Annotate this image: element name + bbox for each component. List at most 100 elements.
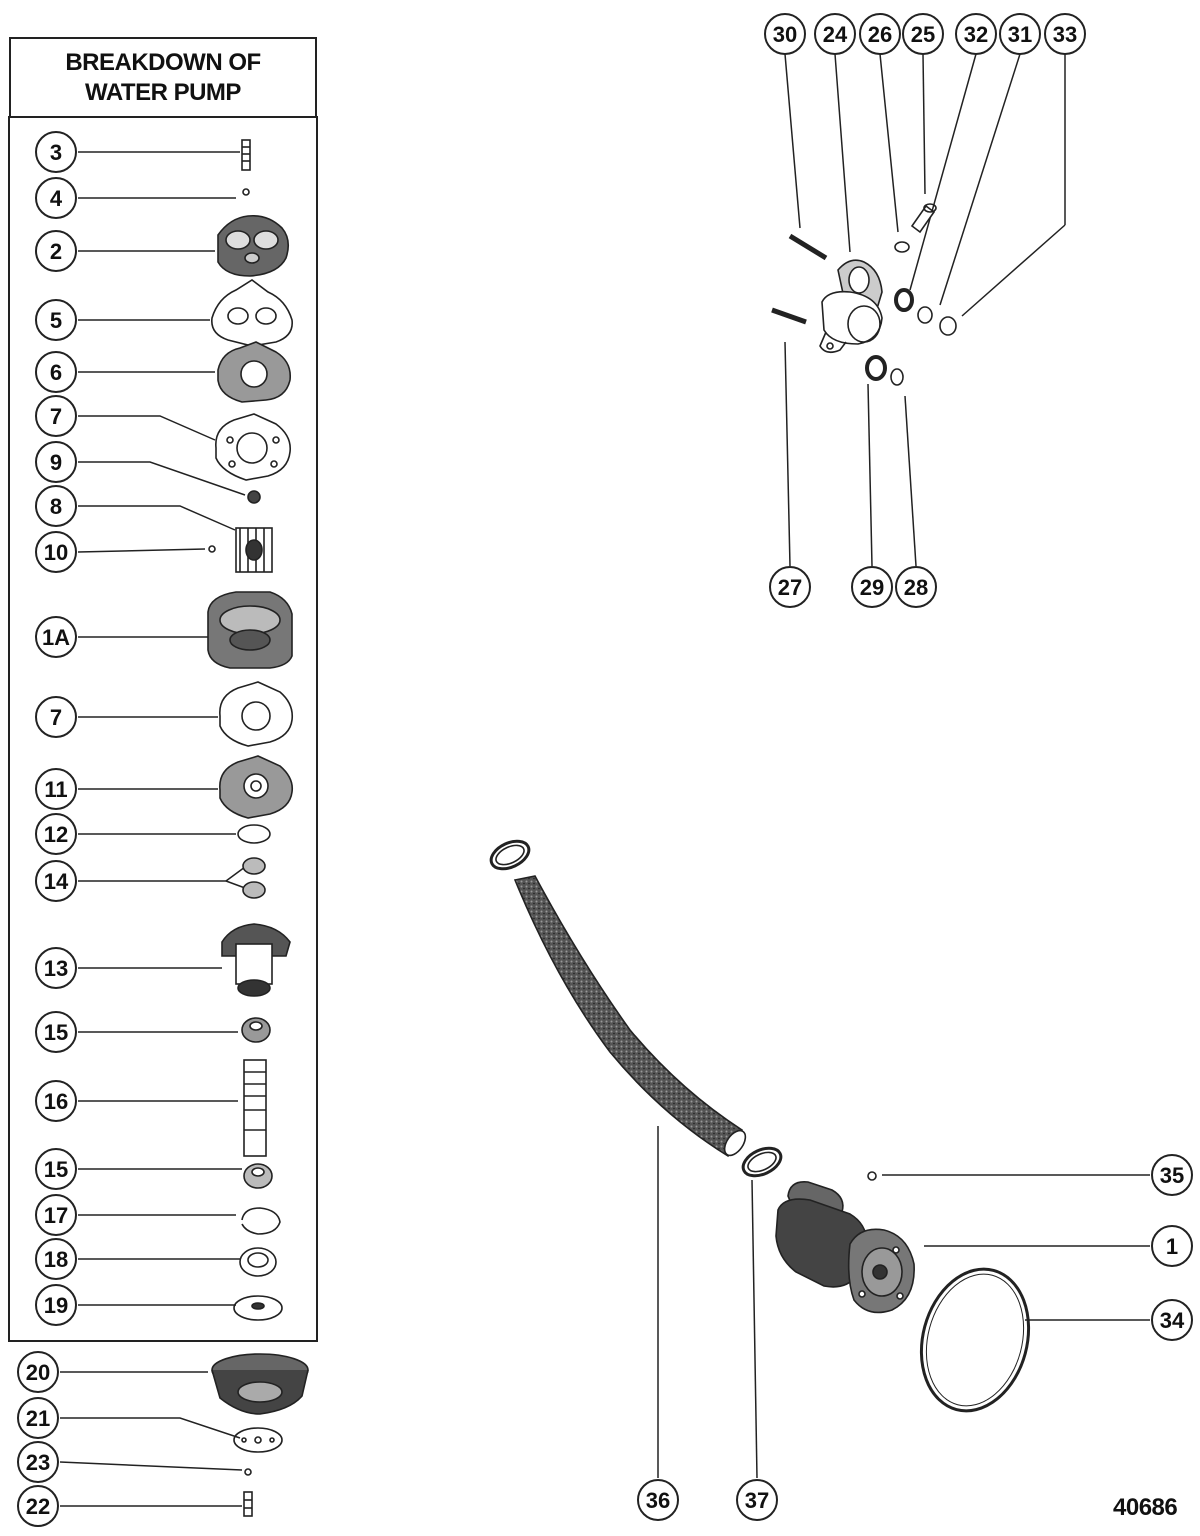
washer-part-31 — [917, 306, 933, 324]
seal-part-32 — [894, 288, 914, 312]
callout-9: 9 — [35, 441, 77, 483]
callout-37: 37 — [736, 1479, 778, 1521]
callout-5: 5 — [35, 299, 77, 341]
callout-label: 28 — [904, 575, 928, 600]
callout-label: 32 — [964, 22, 988, 47]
bottom-callouts: 35 1 34 36 37 — [637, 1154, 1193, 1521]
callout-label: 15 — [44, 1157, 68, 1182]
hose-part-36 — [513, 875, 744, 1158]
stud-part-30 — [788, 233, 828, 261]
callout-15: 15 — [35, 1011, 77, 1053]
callout-22: 22 — [17, 1485, 59, 1527]
bearing-part-14-b — [242, 881, 266, 899]
top-leader-lines — [784, 53, 1066, 567]
bolt-part-22 — [243, 1491, 253, 1517]
fitting-part-28 — [890, 368, 904, 386]
washer-part-4 — [242, 188, 250, 196]
top-assembly-parts — [771, 203, 957, 386]
callout-6: 6 — [35, 351, 77, 393]
callout-27: 27 — [769, 566, 811, 608]
callout-21: 21 — [17, 1397, 59, 1439]
top-callouts: 30 24 26 25 32 31 33 27 29 28 — [764, 13, 1086, 608]
left-callouts: 3 4 2 5 6 7 9 8 10 1A 7 11 12 14 13 15 1… — [17, 131, 77, 1527]
o-ring-part-34 — [919, 1267, 1031, 1413]
callout-label: 15 — [44, 1020, 68, 1045]
title-line-1: BREAKDOWN OF — [65, 49, 261, 76]
callout-label: 22 — [26, 1494, 50, 1519]
housing-part-1A — [207, 591, 293, 669]
callout-label: 25 — [911, 22, 935, 47]
hose-clamp-upper — [489, 839, 531, 871]
callout-1: 1 — [1151, 1225, 1193, 1267]
callout-12: 12 — [35, 813, 77, 855]
callout-label: 35 — [1160, 1163, 1184, 1188]
bottom-leader-lines — [657, 1126, 1150, 1479]
callout-label: 20 — [26, 1360, 50, 1385]
callout-26: 26 — [859, 13, 901, 55]
parts-list-frame — [8, 116, 318, 1342]
callout-label: 31 — [1008, 22, 1032, 47]
callout-36: 36 — [637, 1479, 679, 1521]
nut-part-33 — [939, 316, 957, 336]
callout-14: 14 — [35, 860, 77, 902]
callout-1A: 1A — [35, 616, 77, 658]
callout-label: 6 — [50, 360, 62, 385]
callout-label: 26 — [868, 22, 892, 47]
impeller-part-8 — [235, 527, 273, 573]
figure-number: 40686 — [1113, 1494, 1178, 1521]
callout-label: 37 — [745, 1488, 769, 1513]
gasket-part-7-lower — [219, 681, 294, 747]
callout-label: 36 — [646, 1488, 670, 1513]
key-part-10 — [208, 545, 216, 553]
callout-label: 16 — [44, 1089, 68, 1114]
callout-label: 8 — [50, 494, 62, 519]
callout-7b: 7 — [35, 696, 77, 738]
callout-24: 24 — [814, 13, 856, 55]
title-line-2: WATER PUMP — [85, 79, 241, 106]
callout-16: 16 — [35, 1080, 77, 1122]
seal-part-29 — [865, 355, 887, 381]
callout-34: 34 — [1151, 1299, 1193, 1341]
callout-label: 1 — [1166, 1234, 1178, 1259]
callout-label: 18 — [44, 1247, 68, 1272]
hose-end — [723, 1129, 747, 1157]
plate-part-19 — [233, 1295, 283, 1321]
callout-label: 19 — [44, 1293, 68, 1318]
plate-part-6 — [217, 341, 292, 403]
callout-label: 29 — [860, 575, 884, 600]
housing-part-24 — [819, 259, 883, 354]
callout-label: 10 — [44, 540, 68, 565]
pulley-part-20 — [211, 1353, 309, 1415]
title-box: BREAKDOWN OF WATER PUMP — [9, 37, 317, 117]
hose-clamp-part-37 — [741, 1146, 783, 1178]
washer-part-23 — [244, 1468, 252, 1476]
plate-part-21 — [233, 1427, 283, 1453]
callout-label: 27 — [778, 575, 802, 600]
stud-part-27 — [771, 307, 807, 325]
snap-ring-part-17 — [241, 1207, 281, 1235]
callout-23: 23 — [17, 1441, 59, 1483]
callout-label: 7 — [50, 705, 62, 730]
callout-label: 23 — [26, 1450, 50, 1475]
o-ring-part-12 — [237, 824, 271, 844]
callout-3: 3 — [35, 131, 77, 173]
callout-20: 20 — [17, 1351, 59, 1393]
shaft-part-16 — [243, 1059, 267, 1157]
pump-cover-part-2 — [217, 214, 290, 277]
callout-8: 8 — [35, 485, 77, 527]
bearing-part-15-lower — [243, 1163, 273, 1189]
callout-35: 35 — [1151, 1154, 1193, 1196]
callout-33: 33 — [1044, 13, 1086, 55]
callout-15b: 15 — [35, 1148, 77, 1190]
diagram-title: BREAKDOWN OF WATER PUMP — [65, 48, 261, 108]
callout-label: 11 — [44, 777, 67, 802]
bearing-part-14-a — [242, 857, 266, 875]
body-part-13 — [221, 923, 291, 997]
callout-18: 18 — [35, 1238, 77, 1280]
callout-25: 25 — [902, 13, 944, 55]
callout-label: 7 — [50, 404, 62, 429]
callout-label: 17 — [44, 1203, 68, 1228]
callout-7: 7 — [35, 395, 77, 437]
water-pump-assembly-part-1 — [775, 1180, 915, 1314]
plate-part-11 — [219, 755, 294, 819]
